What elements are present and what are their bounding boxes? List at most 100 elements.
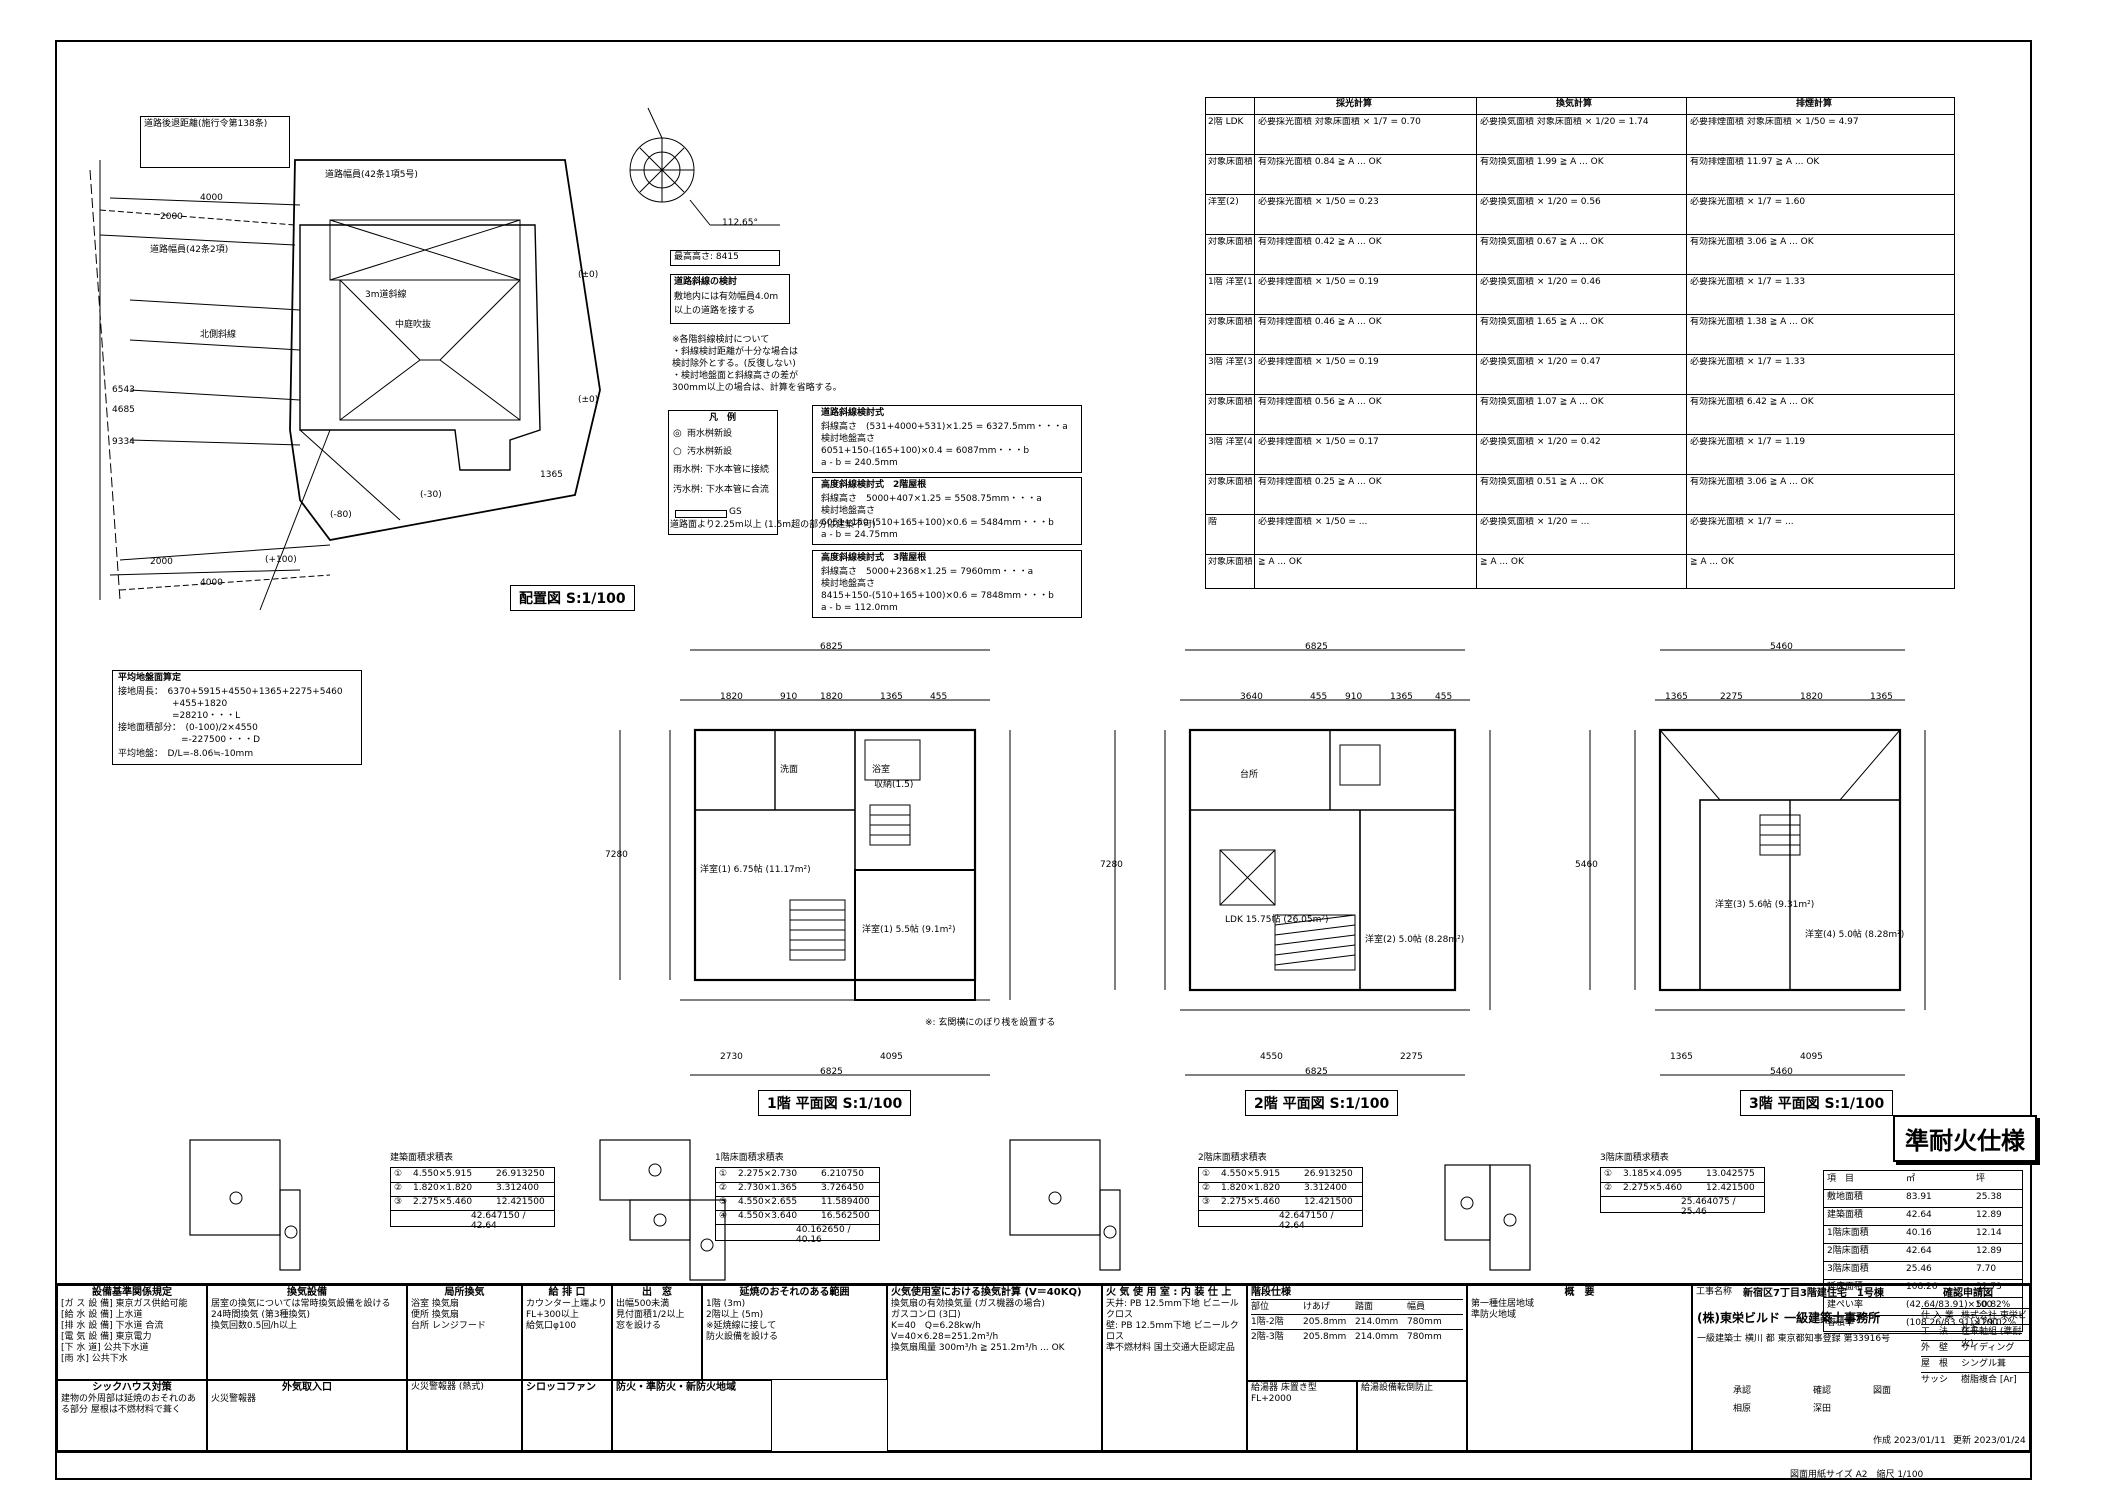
plan3-outline bbox=[1658, 728, 1902, 992]
area-summary-cell: 42.64 bbox=[1906, 1210, 1932, 1220]
area-calc-cell: ② bbox=[719, 1183, 728, 1193]
area-calc-cell: ① bbox=[394, 1169, 403, 1179]
sickhouse-title: シックハウス対策 bbox=[92, 1382, 172, 1393]
dim-1: 4000 bbox=[200, 193, 223, 203]
average-ground-line: 平均地盤： D/L=-8.06≒-10mm bbox=[118, 749, 254, 759]
lighting-cell-a: 必要排煙面積 × 1/50 = ... bbox=[1258, 517, 1368, 527]
area-calc-cell: ③ bbox=[719, 1197, 728, 1207]
area-calc-cell: ② bbox=[1604, 1183, 1613, 1193]
outline-cell: 株式会社 東栄ビルド bbox=[1961, 1311, 2027, 1333]
outline-cell: 仕 入 業 bbox=[1921, 1311, 1954, 1321]
level-mark-5: (-80) bbox=[330, 510, 352, 520]
area-summary-cell: 129.02% bbox=[1976, 1318, 2017, 1328]
site-plan-title: 配置図 S:1/100 bbox=[510, 585, 635, 611]
tank-section: 給湯器 床置き型 FL+2000 bbox=[1247, 1381, 1357, 1451]
lighting-cell-a: 有効採光面積 0.84 ≧ A ... OK bbox=[1258, 157, 1382, 167]
lighting-cell-a: 必要採光面積 × 1/50 = 0.23 bbox=[1258, 197, 1379, 207]
area-summary-cell: 42.64 bbox=[1906, 1246, 1932, 1256]
lighting-row-divider bbox=[1206, 514, 1954, 515]
lighting-cell-c: 必要採光面積 × 1/7 = 1.19 bbox=[1690, 437, 1806, 447]
dim-3: 6543 bbox=[112, 385, 135, 395]
road-slope-line2: 以上の道路を接する bbox=[674, 306, 756, 316]
stairs-cell: けあげ bbox=[1303, 1302, 1331, 1312]
project-section: 工事名称 新宿区7丁目3階建住宅 1号棟 確認申請図 (株)東栄ビルド 一級建築… bbox=[1692, 1285, 2030, 1451]
area-calc-cell: 4.550×3.640 bbox=[738, 1211, 798, 1221]
vent-line: 換気回数0.5回/h以上 bbox=[211, 1321, 298, 1331]
bay-window-line: 出幅500未満 bbox=[616, 1299, 670, 1309]
fire-calc-title: 火気使用室における換気計算 (V＝40KQ) bbox=[891, 1287, 1082, 1298]
level-mark-4: (+100) bbox=[265, 555, 297, 565]
lighting-cell-b: 必要換気面積 × 1/20 = 0.47 bbox=[1480, 357, 1601, 367]
license: 一級建築士 横川 都 東京都知事登録 第33916号 bbox=[1697, 1334, 1891, 1344]
area-summary-cell: 坪 bbox=[1976, 1174, 1986, 1184]
outline-row: 屋 根シングル葺 bbox=[1921, 1356, 2029, 1372]
spread-title: 延焼のおそれのある範囲 bbox=[739, 1287, 850, 1298]
plan3-room: 洋室(4) 5.0帖 (8.28m²) bbox=[1805, 930, 1905, 940]
outside-vent-title: 外気取入口 bbox=[282, 1382, 332, 1393]
area-summary-cell: 108.26 bbox=[1906, 1282, 1938, 1292]
equipment-line: [排 水 設 備] 下水道 合流 bbox=[61, 1321, 164, 1331]
stairs-cell: 踏面 bbox=[1355, 1302, 1374, 1312]
setback-note-box: 道路後退距離(施行令第138条) bbox=[140, 116, 290, 168]
dim-8: 1365 bbox=[540, 470, 563, 480]
lighting-cell-c: 有効採光面積 3.06 ≧ A ... OK bbox=[1690, 477, 1814, 487]
lighting-cell-b: ≧ A ... OK bbox=[1480, 557, 1524, 567]
nosmoke-title: 給湯設備転倒防止 bbox=[1361, 1383, 1434, 1393]
slope-note-3: 検討除外とする。(反復しない) bbox=[672, 359, 796, 369]
fire-alarm-section: 火災警報器 (熱式) bbox=[407, 1380, 522, 1451]
lighting-cell-c: 有効採光面積 3.06 ≧ A ... OK bbox=[1690, 237, 1814, 247]
area-summary-cell: 建築面積 bbox=[1827, 1210, 1864, 1220]
lighting-cell-a: 必要排煙面積 × 1/50 = 0.19 bbox=[1258, 357, 1379, 367]
lighting-room: 対象床面積 8.28 bbox=[1208, 477, 1252, 487]
area-calc-cell: 3.312400 bbox=[1304, 1183, 1347, 1193]
area-calc-cell: 6.210750 bbox=[821, 1169, 864, 1179]
plan2-dim: 455 bbox=[1435, 692, 1453, 702]
local-vent-line: 便所 換気扇 bbox=[411, 1310, 459, 1320]
level-mark-1: (±0) bbox=[578, 270, 599, 280]
intake-line: カウンター上端より bbox=[526, 1299, 607, 1309]
lighting-row-divider bbox=[1206, 114, 1954, 115]
stairs-cell: 780mm bbox=[1407, 1332, 1442, 1342]
outline-cell: 樹脂複合 [Ar] bbox=[1961, 1375, 2017, 1385]
plan1-overall-bot: 6825 bbox=[820, 1067, 843, 1077]
lighting-room: 対象床面積 9.31 bbox=[1208, 397, 1252, 407]
lighting-row-divider bbox=[1206, 434, 1954, 435]
stairs-row: 部位けあげ踏面幅員 bbox=[1251, 1299, 1463, 1314]
calc-box-1: 道路斜線検討式 斜線高さ (531+4000+531)×1.25 = 6327.… bbox=[812, 405, 1082, 473]
lighting-cell-c: 必要採光面積 × 1/7 = 1.60 bbox=[1690, 197, 1806, 207]
area-calc-cell: 12.421500 bbox=[496, 1197, 545, 1207]
calc-box-3: 高度斜線検討式 3階屋根 斜線高さ 5000+2368×1.25 = 7960m… bbox=[812, 550, 1082, 618]
plan1-overall: 6825 bbox=[820, 642, 843, 652]
area-summary-cell: 7.70 bbox=[1976, 1264, 1997, 1274]
lighting-row-divider bbox=[1206, 314, 1954, 315]
company-name: (株)東栄ビルド 一級建築士事務所 bbox=[1697, 1311, 1881, 1325]
plan3-overall: 5460 bbox=[1770, 642, 1793, 652]
checked-by: 深田 bbox=[1813, 1404, 1832, 1414]
area-summary-cell: ㎡ bbox=[1906, 1174, 1916, 1184]
date-revised: 更新 2023/01/24 bbox=[1953, 1436, 2026, 1446]
lighting-header-2: 換気計算 bbox=[1556, 99, 1593, 109]
plan1-dim: 4095 bbox=[880, 1052, 903, 1062]
slope-note-4: ・検討地盤面と斜線高さの差が bbox=[672, 371, 799, 381]
road-slope-box: 道路斜線の検討 敷地内には有効幅員4.0m 以上の道路を接する bbox=[670, 274, 790, 324]
lighting-header-1: 採光計算 bbox=[1336, 99, 1373, 109]
fire-alarm2: 火災警報器 (熱式) bbox=[411, 1382, 484, 1392]
lighting-row-divider bbox=[1206, 234, 1954, 235]
vent-line: 居室の換気については常時換気設備を設ける bbox=[211, 1299, 391, 1309]
plan3-dim: 1365 bbox=[1670, 1052, 1693, 1062]
legend-item-3: 雨水桝: 下水本管に接続 bbox=[673, 465, 769, 475]
setback-label: 北側斜線 bbox=[200, 330, 237, 340]
area-calc-cell: 26.913250 bbox=[1304, 1169, 1353, 1179]
area-summary-cell: 容積率 bbox=[1827, 1318, 1855, 1328]
equipment-line: [ガ ス 設 備] 東京ガス供給可能 bbox=[61, 1299, 188, 1309]
